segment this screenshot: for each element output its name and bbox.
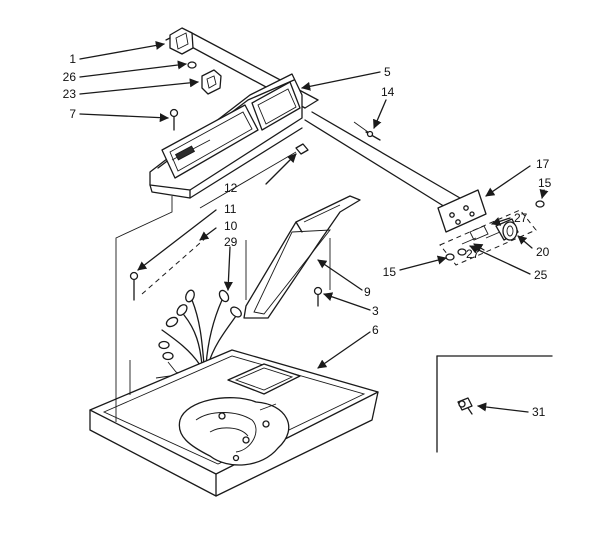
rod-part-10 (141, 235, 209, 295)
switch-part-20 (495, 218, 519, 241)
callout-labels: 1 26 23 7 5 14 12 11 10 29 17 15 27 20 2… (63, 52, 552, 419)
callout-15-lower: 15 (383, 265, 397, 279)
callout-1: 1 (69, 52, 76, 66)
callout-9: 9 (364, 285, 371, 299)
callout-17: 17 (536, 157, 550, 171)
inset-box-part-31 (436, 355, 553, 453)
callout-27-upper: 27 (514, 211, 528, 225)
lint-duct-part-9 (243, 195, 361, 319)
screw-part-15-upper (535, 200, 545, 208)
screw-part-3 (313, 286, 323, 307)
callout-5: 5 (384, 65, 391, 79)
callout-12: 12 (224, 181, 238, 195)
screw-part-15-lower (445, 248, 467, 261)
fastener-part-31 (457, 397, 473, 415)
callout-25: 25 (534, 268, 548, 282)
callout-14: 14 (381, 85, 395, 99)
bracket-part-23 (201, 69, 222, 95)
clip-part-12 (295, 143, 309, 155)
callout-31: 31 (532, 405, 546, 419)
callout-10: 10 (224, 219, 238, 233)
top-panel-part-6 (89, 349, 379, 497)
callout-15-upper: 15 (538, 176, 552, 190)
screw-part-7 (169, 108, 179, 131)
screw-part-11 (129, 271, 139, 301)
callout-26: 26 (63, 70, 77, 84)
assembly-guide-lines (115, 151, 331, 422)
callout-27-lower: 27 (466, 247, 480, 261)
callout-11: 11 (224, 202, 237, 216)
callout-6: 6 (372, 323, 379, 337)
callout-7: 7 (69, 107, 76, 121)
screw-part-14 (353, 121, 381, 141)
control-bracket-part-17 (437, 189, 487, 233)
callout-20: 20 (536, 245, 550, 259)
knob-part-1 (165, 27, 194, 55)
callout-23: 23 (63, 87, 77, 101)
leader-lines (79, 40, 549, 413)
callout-3: 3 (372, 304, 379, 318)
control-console (149, 31, 461, 211)
callout-29: 29 (224, 235, 238, 249)
screw-part-26 (187, 61, 197, 69)
